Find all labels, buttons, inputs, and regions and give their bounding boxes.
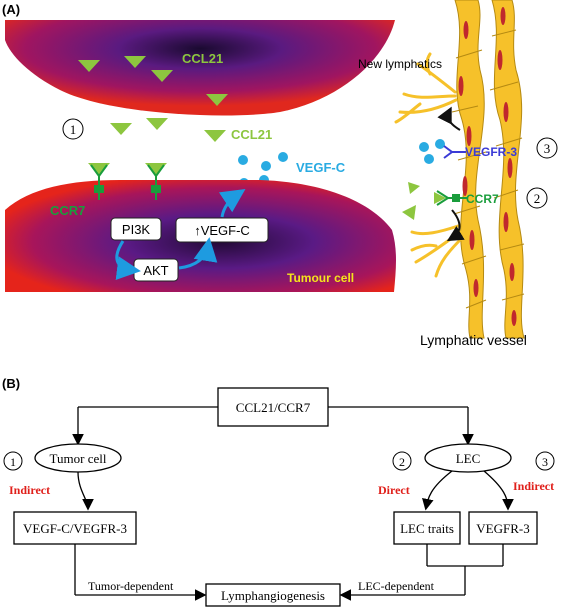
vegfr3-receptor (443, 145, 466, 159)
lymphangiogenesis-text: Lymphangiogenesis (221, 588, 325, 603)
vessel-ccl21-molecules (402, 182, 420, 220)
vegfc-secretion-arrow (218, 189, 246, 218)
lec-traits-text: LEC traits (400, 521, 454, 536)
bottom-convergence-lines (74, 544, 504, 601)
tumor-dependent-label: Tumor-dependent (88, 579, 174, 593)
second-branch-lines (77, 470, 514, 511)
vegfr3-label: VEGFR-3 (465, 145, 517, 159)
panel-b-label: (B) (2, 376, 20, 391)
akt-to-vegfc-arrow (178, 237, 218, 270)
vegfr3-text: VEGFR-3 (476, 521, 529, 536)
vegfr3-arrow (437, 106, 461, 131)
vegfc-up-box (175, 217, 269, 243)
akt-text: AKT (143, 263, 168, 278)
ccr7-sprouting-arrow (446, 209, 465, 242)
indirect-right-label: Indirect (513, 479, 554, 493)
marker-2-circle (526, 187, 548, 209)
vegfc-vegfr3-text: VEGF-C/VEGFR-3 (23, 521, 127, 536)
top-cell-ccl21-molecules (78, 56, 228, 106)
direct-label: Direct (378, 483, 410, 497)
pi3k-text: PI3K (122, 222, 151, 237)
new-lymphatics-lower (410, 224, 464, 278)
b-marker-1-text: 1 (10, 455, 16, 469)
ccl21-ccr7-text: CCL21/CCR7 (236, 400, 311, 415)
lec-ellipse (424, 443, 512, 473)
marker-3-circle (536, 137, 558, 159)
lymphatic-vessel (451, 0, 525, 339)
vegfr3-box (468, 511, 538, 545)
top-branch-lines (72, 406, 474, 446)
tumor-cell-text: Tumor cell (50, 451, 107, 466)
vessel-vegfc-molecules (419, 139, 445, 164)
ccr7-label: CCR7 (50, 203, 85, 218)
lec-traits-box (393, 511, 461, 545)
marker-1-circle (62, 118, 84, 140)
free-ccl21-label: CCL21 (231, 127, 272, 142)
lec-text: LEC (456, 451, 481, 466)
new-lymphatics-upper (394, 52, 458, 124)
marker-1-text: 1 (70, 122, 77, 137)
ccr7-receptor-2 (145, 163, 167, 200)
marker-3-text: 3 (544, 141, 551, 156)
b-marker-2-text: 2 (399, 455, 405, 469)
panel-a-label: (A) (2, 2, 20, 17)
vegfc-vegfr3-box (13, 511, 137, 545)
tumour-cell-label: Tumour cell (287, 271, 354, 285)
lec-dependent-label: LEC-dependent (358, 579, 435, 593)
top-tumour-cell (5, 20, 395, 116)
pi3k-box (110, 217, 162, 241)
vessel-ccr7-label: CCR7 (466, 192, 499, 206)
ccr7-receptor-1 (88, 163, 110, 200)
pi3k-to-akt-arrow (115, 240, 141, 281)
b-marker-2-circle (392, 451, 412, 471)
vegfc-up-text: ↑VEGF-C (194, 223, 250, 238)
new-lymphatics-label: New lymphatics (358, 57, 442, 71)
b-marker-3-text: 3 (542, 455, 548, 469)
free-ccl21-molecules (110, 118, 226, 142)
b-marker-3-circle (535, 451, 555, 471)
b-marker-1-circle (3, 451, 23, 471)
lymphatic-vessel-label: Lymphatic vessel (420, 332, 527, 348)
top-cell-ccl21-label: CCL21 (182, 51, 223, 66)
vessel-ccr7-receptor (434, 190, 468, 206)
indirect-left-label: Indirect (9, 483, 50, 497)
vegfc-label: VEGF-C (296, 160, 346, 175)
marker-2-text: 2 (534, 191, 541, 206)
